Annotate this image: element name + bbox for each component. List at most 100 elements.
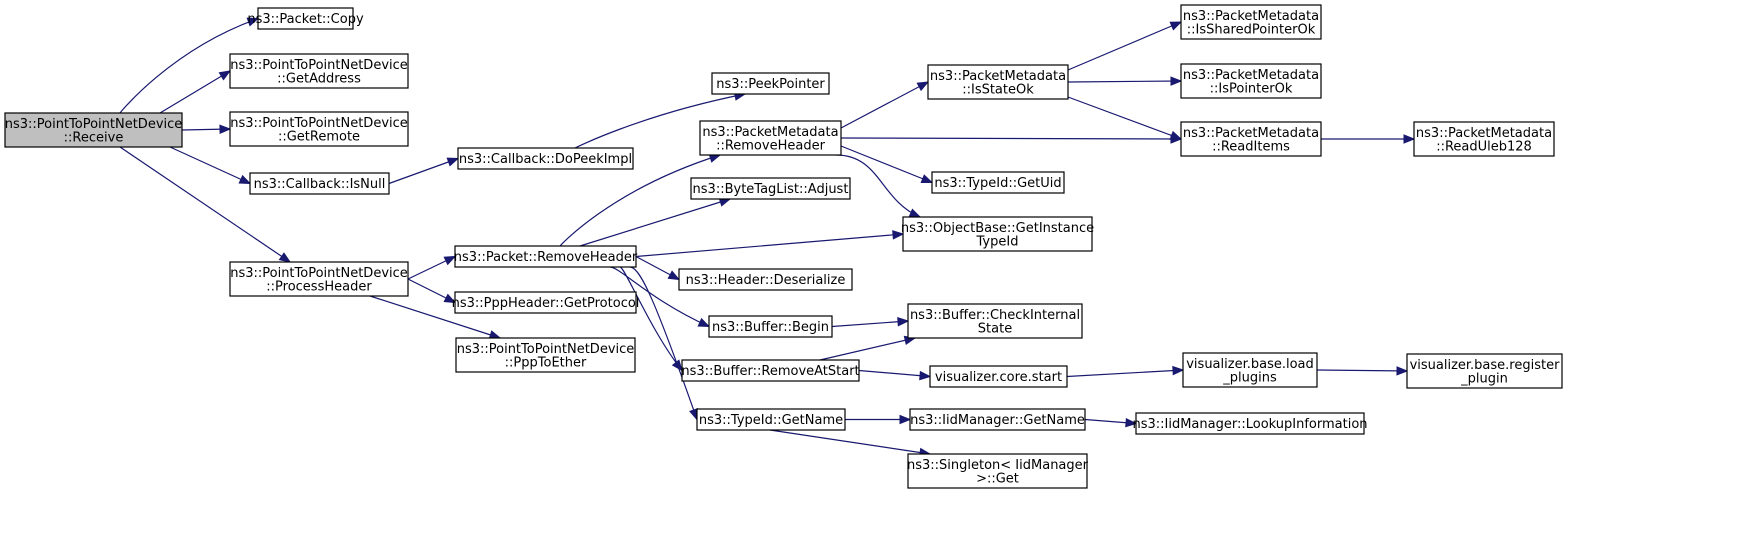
- edge-arrowhead: [920, 174, 934, 184]
- edge-begin-to-checkinternalstate: [831, 317, 910, 328]
- edge-arrowhead: [218, 70, 232, 81]
- node-label: visualizer.core.start: [935, 370, 1062, 385]
- node-peekpointer[interactable]: ns3::PeekPointer: [711, 72, 830, 95]
- edge-pm_removeheader-to-getuid: [840, 145, 934, 184]
- node-label: ns3::PacketMetadata: [1183, 126, 1319, 141]
- node-getprotocol[interactable]: ns3::PppHeader::GetProtocol: [452, 291, 640, 314]
- node-label: ns3::Header::Deserialize: [686, 273, 846, 288]
- edge-receive-to-copy: [119, 17, 260, 114]
- node-typeid-getname[interactable]: ns3::TypeId::GetName: [696, 408, 846, 431]
- edge-line: [574, 93, 746, 149]
- edge-receive-to-isnull: [169, 146, 252, 185]
- edge-processheader-to-getprotocol: [407, 278, 457, 304]
- node-label: ns3::Buffer::RemoveAtStart: [681, 364, 859, 379]
- edge-pm_removeheader-to-isstateok: [840, 81, 930, 129]
- node-label: ::IsPointerOk: [1210, 81, 1293, 96]
- edge-removeheader-to-getinstancetypeid: [635, 230, 905, 258]
- node-box: [454, 291, 637, 314]
- edge-iid_getname-to-lookupinformation: [1084, 417, 1138, 428]
- edge-arrowhead: [443, 255, 457, 266]
- edge-arrowhead: [916, 81, 930, 92]
- node-label: ns3::PointToPointNetDevice: [230, 266, 408, 281]
- node-registerplugin[interactable]: visualizer.base.register_plugin: [1406, 353, 1563, 389]
- node-removeatstart[interactable]: ns3::Buffer::RemoveAtStart: [681, 359, 860, 382]
- nodes-layer: ns3::PointToPointNetDevice::Receivens3::…: [4, 4, 1563, 489]
- node-box: [1135, 412, 1365, 435]
- node-label: ns3::IidManager::LookupInformation: [1132, 417, 1367, 432]
- node-label: ns3::IidManager::GetName: [910, 413, 1085, 428]
- node-getremote[interactable]: ns3::PointToPointNetDevice::GetRemote: [229, 111, 409, 147]
- node-dopeekimpl[interactable]: ns3::Callback::DoPeekImpl: [457, 147, 634, 170]
- node-receive[interactable]: ns3::PointToPointNetDevice::Receive: [4, 112, 183, 148]
- node-box: [931, 171, 1065, 194]
- node-removeheader[interactable]: ns3::Packet::RemoveHeader: [454, 245, 638, 268]
- node-label: ns3::TypeId::GetName: [699, 413, 843, 428]
- node-adjust[interactable]: ns3::ByteTagList::Adjust: [690, 177, 851, 200]
- node-label: ns3::PointToPointNetDevice: [230, 58, 408, 73]
- node-label: ns3::Buffer::CheckInternal: [910, 308, 1080, 323]
- node-copy[interactable]: ns3::Packet::Copy: [247, 7, 364, 30]
- node-getaddress[interactable]: ns3::PointToPointNetDevice::GetAddress: [229, 53, 409, 89]
- node-label: ns3::PacketMetadata: [1183, 9, 1319, 24]
- node-box: [708, 315, 833, 338]
- node-isstateok[interactable]: ns3::PacketMetadata::IsStateOk: [927, 64, 1069, 100]
- node-deserialize[interactable]: ns3::Header::Deserialize: [678, 268, 853, 291]
- edge-isnull-to-dopeekimpl: [388, 157, 460, 185]
- node-label: ns3::PointToPointNetDevice: [457, 342, 635, 357]
- node-coresstart[interactable]: visualizer.core.start: [929, 365, 1068, 388]
- edge-arrowhead: [1396, 366, 1409, 376]
- node-label: ns3::Callback::IsNull: [254, 177, 386, 192]
- edge-isstateok-to-issharedpointerok: [1067, 21, 1183, 71]
- edge-removeatstart-to-coresstart: [858, 369, 932, 381]
- edge-line: [119, 17, 259, 114]
- node-label: visualizer.base.register: [1410, 358, 1561, 373]
- node-ispointerok[interactable]: ns3::PacketMetadata::IsPointerOk: [1180, 63, 1322, 99]
- node-box: [1180, 4, 1322, 40]
- edge-line: [819, 337, 916, 361]
- edge-arrowhead: [1403, 134, 1416, 144]
- node-label: State: [978, 321, 1012, 336]
- node-begin[interactable]: ns3::Buffer::Begin: [708, 315, 833, 338]
- edge-arrowhead: [219, 124, 232, 134]
- node-issharedpointerok[interactable]: ns3::PacketMetadata::IsSharedPointerOk: [1180, 4, 1322, 40]
- node-box: [457, 147, 634, 170]
- node-isnull[interactable]: ns3::Callback::IsNull: [249, 172, 390, 195]
- edge-line: [1066, 369, 1184, 378]
- node-box: [909, 408, 1086, 431]
- node-processheader[interactable]: ns3::PointToPointNetDevice::ProcessHeade…: [229, 261, 409, 297]
- edge-line: [579, 198, 731, 247]
- node-label: ns3::PppHeader::GetProtocol: [452, 296, 640, 311]
- edge-line: [840, 81, 929, 129]
- edge-line: [159, 70, 231, 114]
- node-pptoether[interactable]: ns3::PointToPointNetDevice::PppToEther: [455, 337, 636, 373]
- node-singleton-get[interactable]: ns3::Singleton< IidManager>::Get: [907, 453, 1089, 489]
- edge-arrowhead: [689, 408, 698, 421]
- node-box: [1406, 353, 1563, 389]
- node-box: [678, 268, 853, 291]
- node-lookupinformation[interactable]: ns3::IidManager::LookupInformation: [1132, 412, 1368, 435]
- node-box: [699, 120, 842, 156]
- node-iid-getname[interactable]: ns3::IidManager::GetName: [909, 408, 1086, 431]
- edge-loadplugins-to-registerplugin: [1316, 366, 1409, 376]
- node-box: [902, 216, 1093, 252]
- edge-coresstart-to-loadplugins: [1066, 365, 1185, 378]
- node-readuleb128[interactable]: ns3::PacketMetadata::ReadUleb128: [1413, 121, 1555, 157]
- node-box: [4, 112, 183, 148]
- node-label: ns3::PeekPointer: [716, 77, 825, 92]
- edge-arrowhead: [697, 317, 711, 328]
- node-box: [907, 303, 1083, 339]
- edge-line: [858, 369, 931, 378]
- node-loadplugins[interactable]: visualizer.base.load_plugins: [1182, 352, 1318, 388]
- edge-receive-to-processheader: [119, 146, 292, 263]
- node-box: [229, 111, 409, 147]
- edge-arrowhead: [919, 370, 932, 381]
- node-pm-removeheader[interactable]: ns3::PacketMetadata::RemoveHeader: [699, 120, 842, 156]
- edge-arrowhead: [1172, 365, 1185, 376]
- node-label: visualizer.base.load: [1186, 357, 1314, 372]
- node-getuid[interactable]: ns3::TypeId::GetUid: [931, 171, 1065, 194]
- node-readitems[interactable]: ns3::PacketMetadata::ReadItems: [1180, 121, 1322, 157]
- edge-line: [840, 137, 1182, 140]
- edge-line: [840, 145, 933, 184]
